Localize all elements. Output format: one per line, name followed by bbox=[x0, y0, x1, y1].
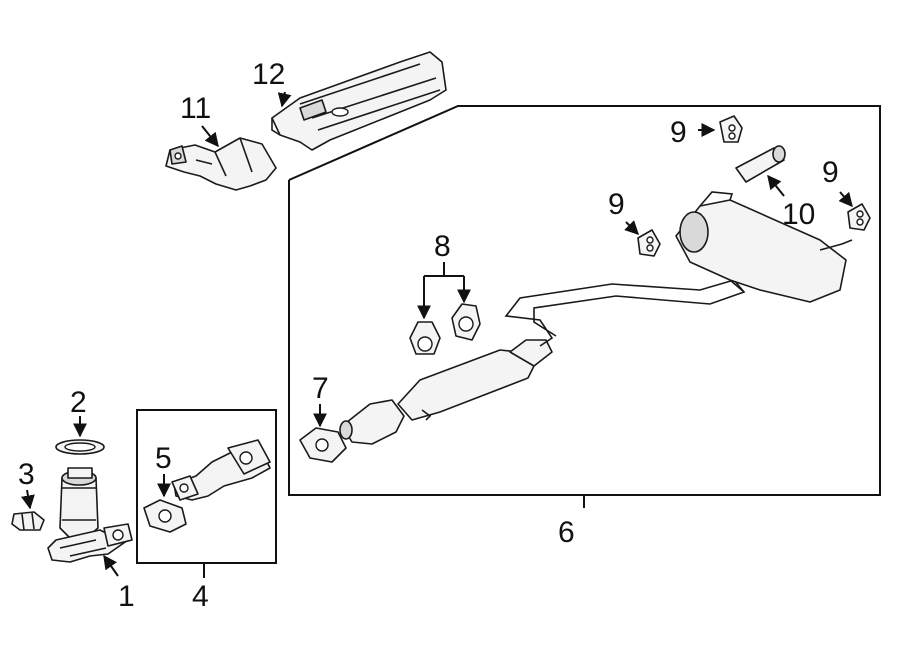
pipe-gasket bbox=[143, 499, 187, 533]
resonator-pipe bbox=[339, 279, 746, 445]
hanger-top bbox=[719, 115, 743, 143]
callout-3: 3 bbox=[18, 458, 35, 491]
callout-10: 10 bbox=[782, 198, 815, 231]
callout-9-right: 9 bbox=[822, 156, 839, 189]
callout-2: 2 bbox=[70, 386, 87, 419]
rear-muffler bbox=[675, 191, 853, 303]
callout-9-top: 9 bbox=[670, 116, 687, 149]
callout-7: 7 bbox=[312, 372, 329, 405]
callout-1: 1 bbox=[118, 580, 135, 613]
box-part-6 bbox=[288, 105, 881, 496]
manifold-gasket bbox=[55, 439, 105, 455]
callout-11: 11 bbox=[180, 92, 211, 125]
tail-pipe-tip bbox=[735, 145, 786, 183]
oxygen-sensor bbox=[11, 511, 45, 531]
box-part-4 bbox=[136, 409, 277, 564]
callout-8: 8 bbox=[434, 230, 451, 263]
clamp-left bbox=[409, 321, 441, 355]
lower-heat-shield bbox=[165, 137, 277, 191]
clamp-right bbox=[451, 303, 481, 341]
callout-5: 5 bbox=[155, 442, 172, 475]
callout-9-left: 9 bbox=[608, 188, 625, 221]
callout-12: 12 bbox=[252, 58, 285, 91]
flange-gasket bbox=[299, 427, 347, 463]
converter-pipe bbox=[171, 439, 271, 501]
leader-lines bbox=[21, 91, 853, 578]
exhaust-manifold-converter bbox=[47, 467, 133, 563]
callout-4: 4 bbox=[192, 580, 209, 613]
hanger-right bbox=[847, 203, 871, 231]
hanger-left bbox=[637, 229, 661, 257]
upper-heat-shield bbox=[271, 51, 447, 151]
callout-6: 6 bbox=[558, 516, 575, 549]
